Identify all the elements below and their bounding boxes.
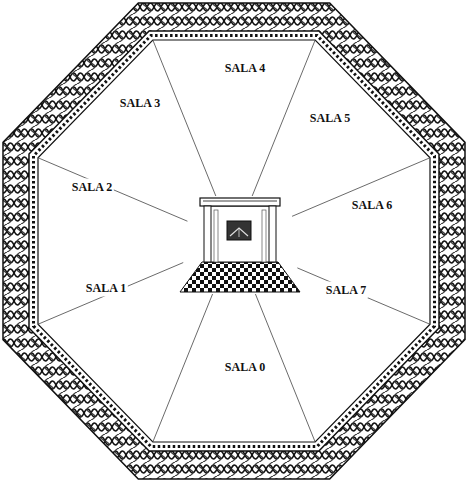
temple-ground — [180, 196, 300, 294]
room-label: SALA 2 — [70, 179, 114, 196]
inner-octagon — [38, 40, 430, 442]
room-label: SALA 3 — [118, 95, 162, 112]
book-spine — [239, 228, 240, 237]
wedge-divider — [153, 281, 218, 442]
braided-border — [3, 3, 465, 479]
open-book — [230, 228, 248, 236]
temple-roof — [200, 198, 280, 206]
checkered-floor — [180, 262, 300, 292]
room-label: SALA 7 — [324, 282, 368, 299]
temple-pillar — [262, 210, 266, 262]
room-label: SALA 1 — [84, 280, 128, 297]
roof-line — [203, 201, 277, 202]
room-label: SALA 4 — [223, 60, 267, 77]
temple-pillar — [204, 206, 211, 262]
room-label: SALA 6 — [350, 197, 394, 214]
dotted-band — [34, 36, 435, 447]
temple-figure — [180, 196, 300, 294]
room-label: SALA 5 — [308, 110, 352, 127]
temple-wall — [206, 206, 274, 262]
wedge-divider — [38, 258, 195, 325]
temple-pillar — [269, 206, 276, 262]
room-label: SALA 0 — [223, 359, 267, 376]
ark-block — [227, 221, 251, 240]
wedge-divider — [38, 158, 195, 225]
temple-pillar — [214, 210, 218, 262]
wedge-divider — [273, 158, 430, 225]
wedge-divider — [153, 40, 218, 201]
octagon-frame — [3, 3, 465, 479]
